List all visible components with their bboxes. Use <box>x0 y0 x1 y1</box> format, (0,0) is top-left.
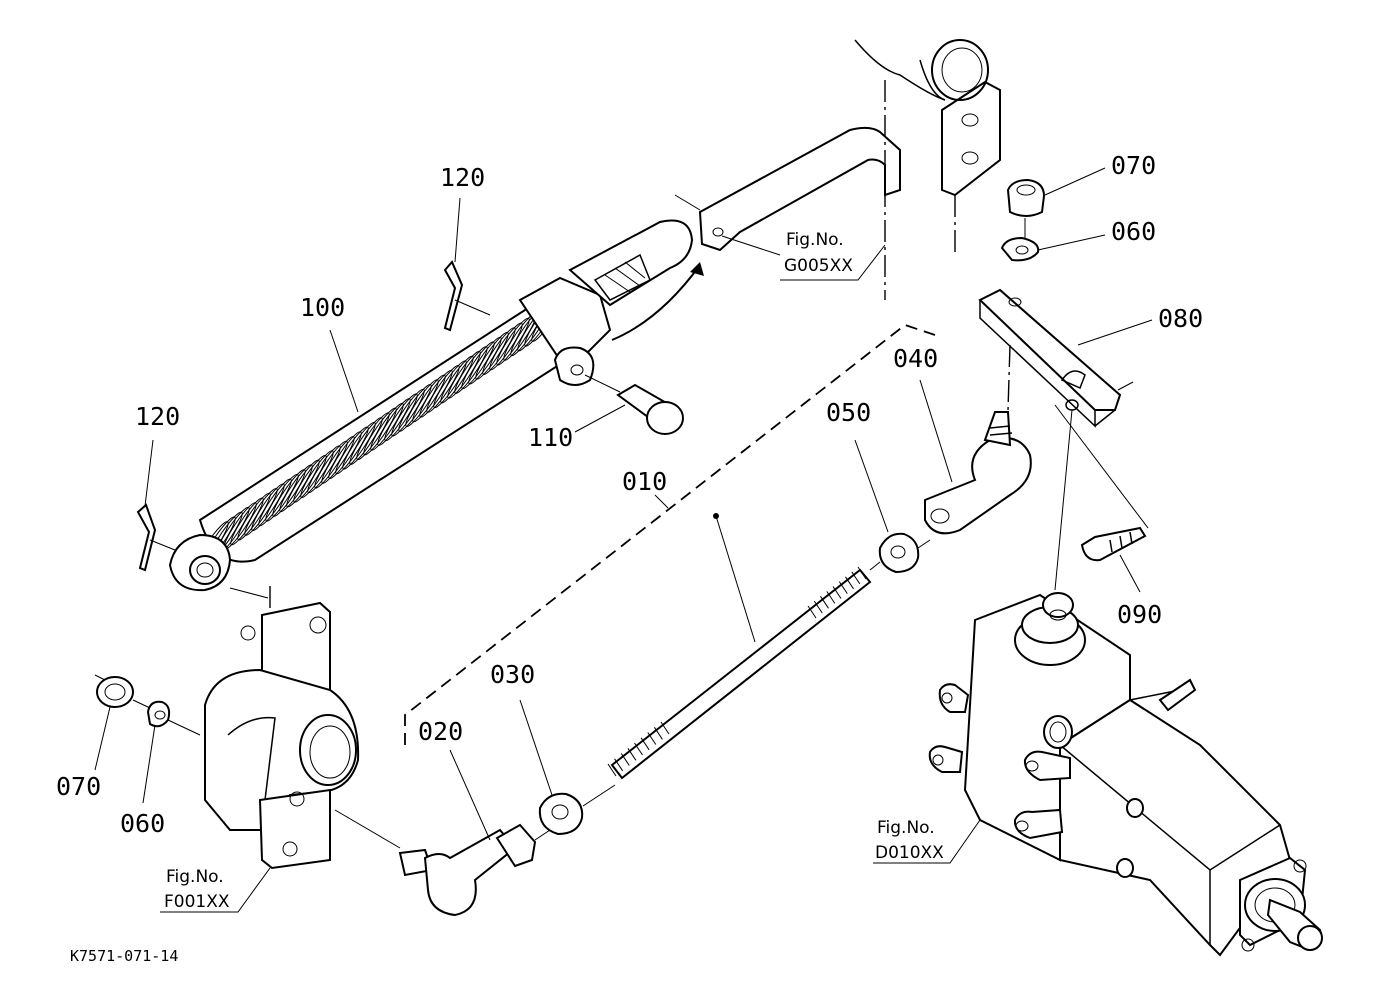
rod-thread <box>832 586 842 599</box>
callout-030: 030 <box>490 660 535 689</box>
drawing-code: K7571-071-14 <box>70 947 178 965</box>
callout-100: 100 <box>300 293 345 322</box>
callout-080: 080 <box>1158 304 1203 333</box>
bolt-090 <box>1080 526 1147 562</box>
rod-thread <box>820 596 829 609</box>
nut-050 <box>878 532 920 574</box>
cotter-pin-top <box>443 260 491 332</box>
figure-ref-number: F001XX <box>164 892 230 912</box>
callout-060-left: 060 <box>120 809 165 838</box>
figure-ref-number: D010XX <box>875 843 944 863</box>
washer-060-left <box>146 700 171 728</box>
callout-050: 050 <box>826 398 871 427</box>
callout-110: 110 <box>528 423 573 452</box>
lift-arm-bracket <box>674 39 1001 300</box>
callout-070-right: 070 <box>1111 151 1156 180</box>
rod-thread <box>807 605 817 619</box>
washer-060-right <box>1000 236 1040 262</box>
rod-thread <box>607 763 617 777</box>
figure-ref-label: Fig.No. <box>166 867 224 887</box>
rod-thread <box>845 576 854 590</box>
cotter-pin-left <box>136 503 176 572</box>
figure-ref-g005xx: Fig.No. G005XX <box>784 230 853 276</box>
figure-ref-f001xx: Fig.No. F001XX <box>164 867 230 912</box>
leader-lines <box>94 167 1153 913</box>
rod-thread <box>851 571 861 585</box>
callout-040: 040 <box>893 344 938 373</box>
callout-010: 010 <box>622 467 667 496</box>
rod-thread <box>620 753 630 766</box>
callout-070-left: 070 <box>56 772 101 801</box>
figure-ref-label: Fig.No. <box>786 230 844 250</box>
nut-030 <box>538 792 584 836</box>
rod-end-020 <box>398 823 551 917</box>
rod-thread <box>660 721 670 735</box>
figure-ref-d010xx: Fig.No. D010XX <box>875 818 944 863</box>
figure-ref-number: G005XX <box>784 256 853 276</box>
rod-thread <box>653 727 663 740</box>
rod-thread <box>614 758 624 772</box>
rod-thread <box>813 600 823 614</box>
link-plate-080 <box>978 288 1122 428</box>
callout-120-top: 120 <box>440 163 485 192</box>
rod-assembly <box>404 323 936 780</box>
rod-thread <box>627 748 637 761</box>
rod-thread <box>838 581 848 594</box>
rod-thread <box>857 566 867 580</box>
callout-090: 090 <box>1117 600 1162 629</box>
callout-120-left: 120 <box>135 402 180 431</box>
nut-070-left <box>94 674 134 708</box>
rod-thread <box>647 732 657 745</box>
callout-020: 020 <box>418 717 463 746</box>
clevis-pin <box>584 374 684 435</box>
left-bracket-casting <box>204 586 360 870</box>
valve-block <box>928 592 1323 957</box>
nut-070-right <box>1006 178 1046 217</box>
figure-ref-label: Fig.No. <box>877 818 935 838</box>
rod-thread <box>640 737 650 751</box>
rod-thread <box>634 742 643 756</box>
callout-060-right: 060 <box>1111 217 1156 246</box>
spring-assembly <box>168 219 704 592</box>
rod-thread <box>826 591 836 604</box>
rod-end-040 <box>924 411 1032 535</box>
callout-labels: 120 120 100 110 010 020 030 040 050 070 … <box>56 151 1203 838</box>
